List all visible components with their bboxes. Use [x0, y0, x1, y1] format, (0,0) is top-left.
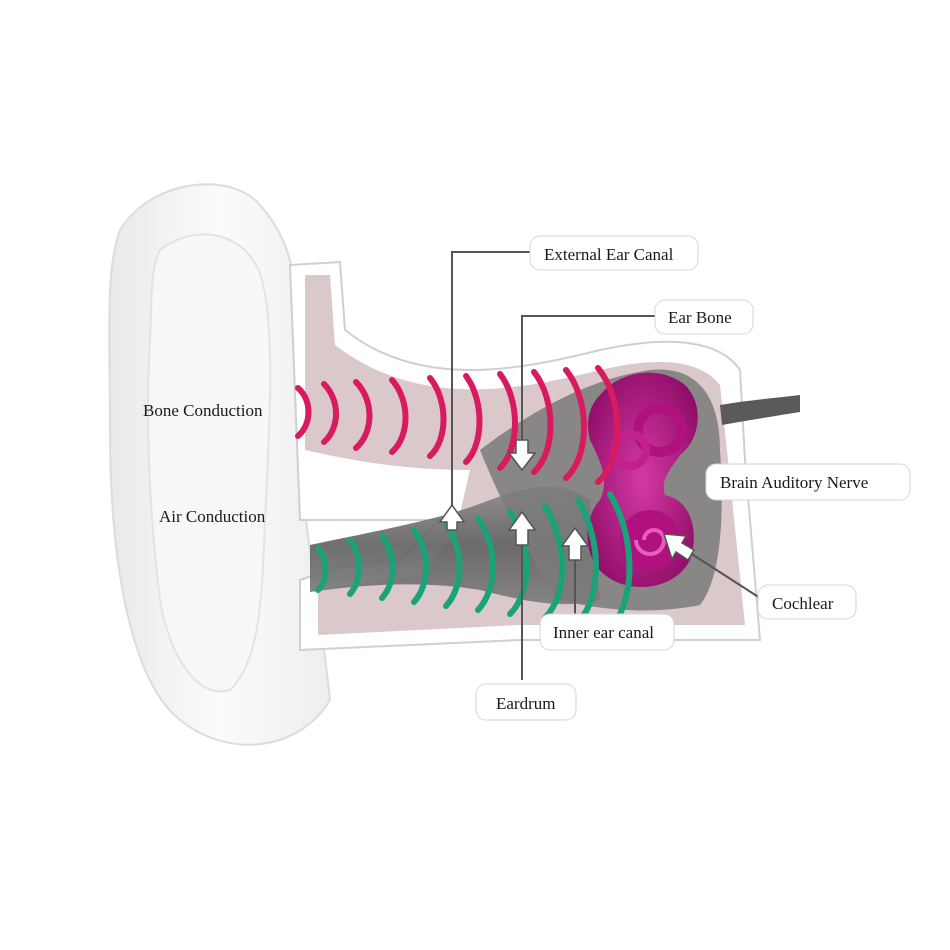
callout-ear-bone: Ear Bone [654, 299, 754, 335]
external-ear-canal-arrow-icon [438, 503, 466, 531]
outer-ear [108, 183, 332, 746]
ear-bone-arrow-icon [507, 439, 537, 472]
label-brain-auditory-nerve: Brain Auditory Nerve [720, 473, 868, 492]
label-cochlear: Cochlear [772, 594, 834, 613]
callout-brain-auditory-nerve: Brain Auditory Nerve [705, 463, 911, 501]
label-bone-conduction: Bone Conduction [143, 401, 263, 420]
cochlear-arrow-icon [662, 533, 696, 562]
eardrum-arrow-icon [507, 510, 537, 546]
inner-ear-canal-arrow-icon [560, 526, 590, 561]
label-external-ear-canal: External Ear Canal [544, 245, 674, 264]
label-inner-ear-canal: Inner ear canal [553, 623, 654, 642]
callouts: External Ear Canal Ear Bone Brain Audito… [475, 235, 911, 721]
callout-external-ear-canal: External Ear Canal [529, 235, 699, 271]
callout-eardrum: Eardrum [475, 683, 577, 721]
bone-conduction-waves [295, 365, 621, 485]
callout-inner-ear-canal: Inner ear canal [539, 613, 675, 651]
label-air-conduction: Air Conduction [159, 507, 266, 526]
callout-cochlear: Cochlear [757, 584, 857, 620]
air-conduction-waves [315, 491, 633, 631]
label-ear-bone: Ear Bone [668, 308, 732, 327]
label-eardrum: Eardrum [496, 694, 555, 713]
pointer-arrows [438, 439, 696, 562]
